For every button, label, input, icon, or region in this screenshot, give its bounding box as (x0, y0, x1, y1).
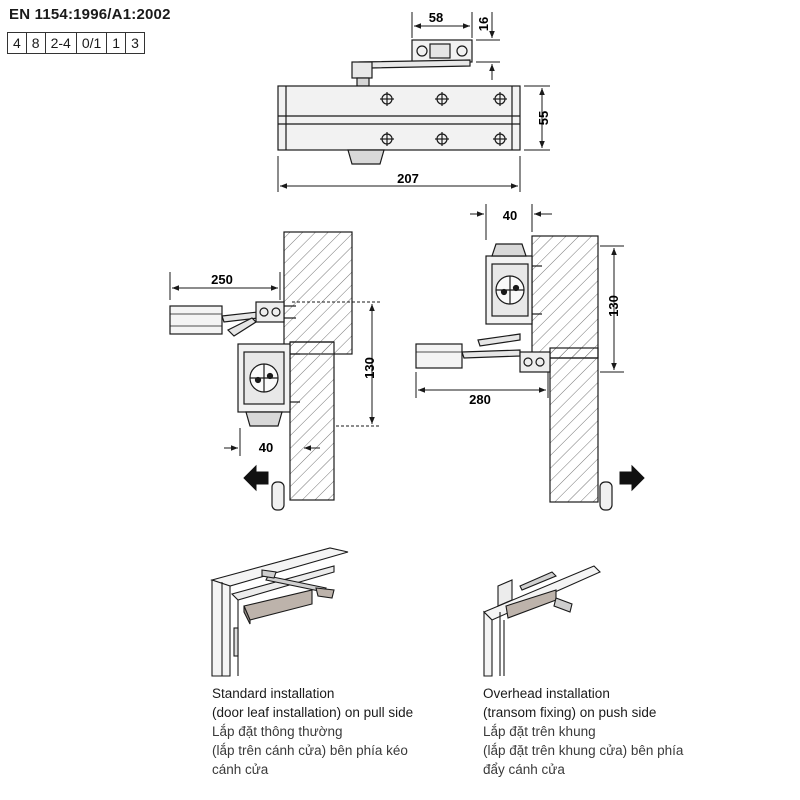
dim-40-left: 40 (259, 440, 273, 455)
caption-overhead-line3: Lắp đặt trên khung (483, 724, 596, 739)
caption-standard-installation: Standard installation (door leaf install… (212, 684, 413, 779)
top-closer-body (277, 85, 521, 151)
dim-40-right: 40 (503, 208, 517, 223)
left-section-view (169, 231, 353, 511)
caption-standard-line5: cánh cửa (212, 762, 269, 777)
class-cell-5: 1 (107, 33, 127, 53)
dim-58: 58 (429, 10, 443, 25)
class-cell-6: 3 (131, 35, 139, 51)
right-section-view (415, 235, 613, 511)
caption-overhead-line1: Overhead installation (483, 686, 610, 701)
standard-title: EN 1154:1996/A1:2002 (9, 6, 171, 23)
left-shoe (169, 305, 223, 335)
caption-overhead-line5: đẩy cánh cửa (483, 762, 565, 777)
dim-130-right: 130 (606, 295, 621, 317)
caption-standard-line3: Lắp đặt thông thường (212, 724, 343, 739)
caption-overhead-line2: (transom fixing) on push side (483, 705, 657, 720)
top-valve (347, 149, 385, 165)
right-shoe (415, 343, 463, 369)
dim-280: 280 (469, 392, 491, 407)
left-frame-section (283, 231, 353, 355)
left-dimensions (169, 272, 380, 456)
class-cell-3: 2-4 (46, 33, 77, 53)
dim-207: 207 (397, 171, 419, 186)
right-dimensions (415, 204, 624, 398)
perspective-standard (210, 547, 349, 677)
caption-standard-line4: (lắp trên cánh cửa) bên phía kéo (212, 743, 408, 758)
caption-overhead-line4: (lắp đặt trên khung cửa) bên phía (483, 743, 684, 758)
dim-16: 16 (476, 17, 491, 31)
dim-250: 250 (211, 272, 233, 287)
class-cell-2: 8 (27, 33, 46, 53)
left-door-leaf (289, 341, 335, 501)
right-door-leaf (549, 347, 599, 503)
pull-direction-arrow-icon (243, 464, 269, 492)
dim-55: 55 (536, 111, 551, 125)
caption-standard-line2: (door leaf installation) on pull side (212, 705, 414, 720)
class-cell-1: 4 (8, 33, 27, 53)
perspective-overhead (483, 565, 601, 677)
top-dimensions (277, 12, 550, 192)
right-frame-section (531, 235, 599, 359)
caption-overhead-installation: Overhead installation (transom fixing) o… (483, 684, 683, 779)
dim-130-left: 130 (362, 357, 377, 379)
class-cell-4: 0/1 (77, 33, 108, 53)
classification-boxes: 4 8 2-4 0/1 1 3 (7, 32, 145, 54)
push-direction-arrow-icon (619, 464, 645, 492)
top-arm (357, 59, 471, 69)
caption-standard-line1: Standard installation (212, 686, 335, 701)
top-closer-view (277, 39, 521, 165)
top-screw-holes (380, 92, 507, 146)
